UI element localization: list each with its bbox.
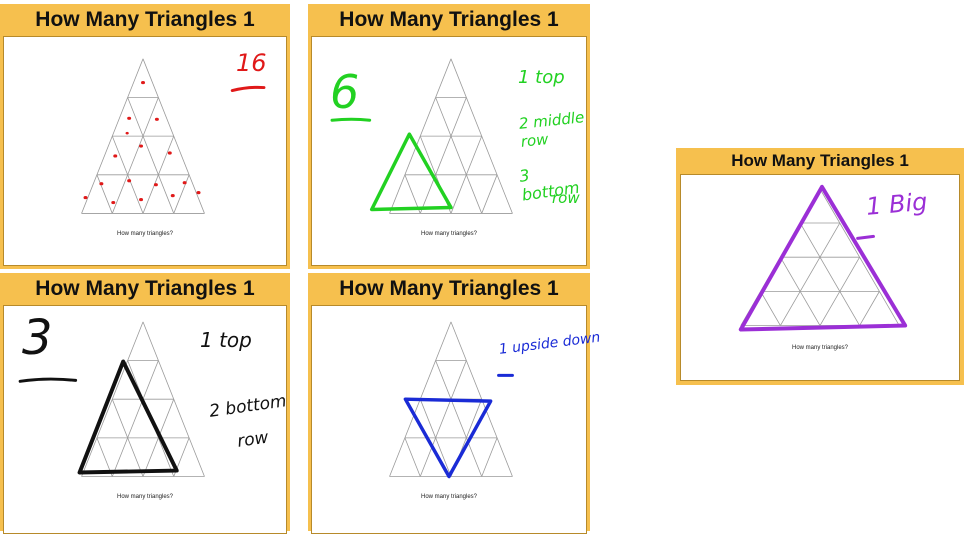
red-dot bbox=[127, 179, 132, 183]
black-triangle-outline bbox=[18, 359, 179, 475]
red-dot bbox=[127, 116, 132, 120]
red-dot bbox=[139, 197, 144, 202]
grid-line bbox=[799, 222, 860, 326]
slide-title: How Many Triangles 1 bbox=[35, 8, 255, 31]
red-dot-markings bbox=[83, 81, 266, 205]
red-dot bbox=[99, 182, 104, 186]
slide-content: 1 upside down How many triangles? bbox=[311, 305, 601, 534]
slide-caption: How many triangles? bbox=[116, 494, 174, 500]
annotation-count: 16 bbox=[236, 49, 267, 77]
red-dot bbox=[113, 154, 118, 158]
grid-line bbox=[419, 360, 467, 477]
slide-content: 6 1 top 2 middle row 3 bottom row How ma… bbox=[311, 36, 587, 266]
red-dot bbox=[182, 181, 187, 185]
red-dot bbox=[139, 144, 144, 148]
slide-content: 16 How many triangles? bbox=[3, 36, 287, 266]
purple-underline bbox=[856, 234, 875, 240]
slide-title: How Many Triangles 1 bbox=[35, 277, 255, 300]
red-dot bbox=[111, 200, 116, 205]
red-dot bbox=[167, 151, 172, 155]
red-dot bbox=[141, 81, 145, 85]
slide-3: How Many Triangles 1 3 1 top 2 bottom ro… bbox=[0, 273, 290, 534]
slide-caption: How many triangles? bbox=[116, 231, 174, 237]
annotation-text: 1 Big bbox=[865, 187, 929, 221]
triangle-grid-figure bbox=[389, 58, 513, 214]
black-underline bbox=[18, 377, 78, 383]
red-underline bbox=[230, 85, 266, 93]
slide-content: 3 1 top 2 bottom row How many triangles? bbox=[3, 305, 288, 534]
grid-line bbox=[127, 97, 175, 214]
slide-5: How Many Triangles 1 1 Big How many tria… bbox=[676, 148, 964, 385]
slide-title: How Many Triangles 1 bbox=[731, 151, 909, 170]
grid-line bbox=[481, 437, 498, 477]
annotation-line: 1 top bbox=[518, 67, 565, 88]
red-dot bbox=[170, 194, 175, 198]
green-underline bbox=[330, 117, 372, 122]
grid-line bbox=[96, 174, 113, 214]
grid-line bbox=[404, 437, 421, 477]
annotation-line: 2 middle row bbox=[518, 108, 586, 151]
blue-inverted-triangle-outline bbox=[403, 373, 514, 479]
annotation-line: row bbox=[552, 189, 580, 207]
red-dot bbox=[153, 183, 158, 187]
slide-1: How Many Triangles 1 bbox=[0, 4, 290, 269]
grid-line bbox=[419, 97, 467, 214]
grid-line bbox=[481, 174, 498, 214]
green-triangle-outline bbox=[330, 117, 453, 212]
triangle-grid-figure bbox=[81, 58, 205, 214]
grid-line bbox=[760, 291, 781, 326]
red-dot bbox=[125, 131, 129, 135]
slide-caption: How many triangles? bbox=[420, 231, 478, 237]
slide-4: How Many Triangles 1 1 upside down How m… bbox=[308, 273, 601, 534]
slide-content: 1 Big How many triangles? bbox=[680, 174, 960, 381]
red-dot bbox=[154, 117, 159, 121]
red-dot bbox=[196, 191, 201, 195]
annotation-line: 1 top bbox=[200, 328, 252, 352]
slide-caption: How many triangles? bbox=[420, 494, 478, 500]
slide-title: How Many Triangles 1 bbox=[339, 8, 559, 31]
slide-title: How Many Triangles 1 bbox=[339, 277, 559, 300]
grid-edge bbox=[389, 58, 452, 214]
purple-triangle-outline bbox=[738, 184, 908, 332]
annotation-count: 3 bbox=[22, 310, 53, 366]
grid-line bbox=[173, 174, 190, 214]
slide-2: How Many Triangles 1 6 1 top 2 middle ro… bbox=[308, 4, 590, 269]
grid-line bbox=[435, 360, 483, 477]
grid-line bbox=[111, 360, 159, 477]
slide-caption: How many triangles? bbox=[791, 345, 849, 351]
annotation-count: 6 bbox=[330, 65, 360, 119]
grid-line bbox=[111, 97, 159, 214]
grid-line bbox=[435, 97, 483, 214]
grid-line bbox=[780, 222, 841, 326]
grid-line bbox=[859, 291, 880, 326]
red-dot bbox=[83, 196, 88, 200]
